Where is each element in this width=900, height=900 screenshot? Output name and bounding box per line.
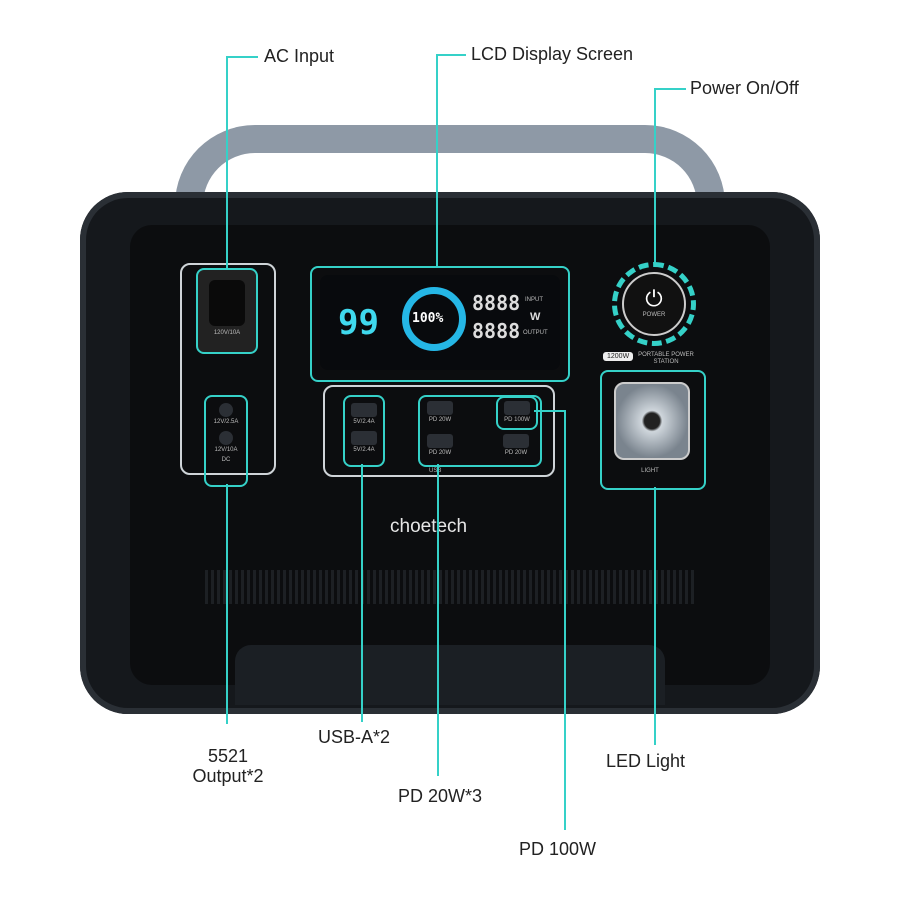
pd-20w-port: PD 20W [496, 428, 536, 456]
lcd-display-screen: 99 100% 8888 INPUT W 8888 OUTPUT [320, 275, 560, 370]
product-type: PORTABLE POWER STATION [638, 352, 694, 365]
pd-100w-port: PD 100W [496, 396, 538, 430]
power-ring [612, 262, 696, 346]
ac-rating: 120V/10A [213, 330, 241, 336]
pd-ports [418, 395, 542, 467]
led-light-frame [600, 370, 706, 490]
usb-a-port-label: 5V/2.4A [353, 419, 375, 425]
ac-dc-section [180, 263, 276, 475]
lcd-battery-digits: 99 [338, 303, 379, 343]
battery-ring [402, 287, 466, 351]
pd-port-label: PD 20W [504, 450, 528, 456]
usb-a-ports: 5V/2.4A 5V/2.4A [343, 395, 385, 467]
lcd-frame [310, 266, 570, 382]
callout-usb-a: USB-A*2 [318, 727, 391, 747]
pd-port-label: PD 20W [428, 450, 452, 456]
power-label: POWER [642, 312, 666, 318]
lcd-percent: 100% [412, 311, 444, 326]
capacity-badge: 1200W [603, 352, 634, 361]
pd-20w-port: PD 20W [420, 428, 460, 456]
callout-led: LED Light [606, 751, 686, 771]
dc-port [219, 431, 233, 445]
callout-power: Power On/Off [690, 78, 799, 98]
usb-a-port [351, 431, 377, 445]
vent-grille [205, 570, 695, 604]
base-bumper [235, 645, 665, 705]
lcd-input-label: INPUT [525, 297, 543, 303]
lcd-unit: W [530, 311, 541, 323]
dc-port [219, 403, 233, 417]
ac-outlet: 120V/10A [196, 268, 258, 354]
usb-a-port-label: 5V/2.4A [353, 447, 375, 453]
power-icon: ⏻ [645, 286, 663, 311]
dc-port-label: 12V/2.5A [213, 419, 239, 425]
dc-label: DC [221, 457, 231, 463]
callout-lcd: LCD Display Screen [471, 44, 634, 64]
lcd-output-label: OUTPUT [523, 330, 548, 336]
callout-pd20: PD 20W*3 [398, 786, 483, 806]
usb-label: USB [425, 468, 446, 474]
lcd-input-digits: 8888 [472, 291, 521, 315]
usb-section [323, 385, 555, 477]
lcd-output-digits: 8888 [472, 319, 521, 343]
dc-port-label: 12V/10A [214, 447, 238, 453]
pd-20w-port: PD 20W [420, 395, 460, 423]
pd-port-label: PD 100W [504, 417, 530, 423]
callout-pd100: PD 100W [519, 839, 597, 859]
pd-port-label: PD 20W [428, 417, 452, 423]
light-label: LIGHT [641, 468, 659, 474]
brand-logo: choetech [390, 516, 468, 537]
callout-ac-input: AC Input [264, 46, 335, 66]
usb-a-port [351, 403, 377, 417]
power-button[interactable]: ⏻ POWER [622, 272, 686, 336]
dc-output-ports: 12V/2.5A 12V/10A DC [204, 395, 248, 487]
led-light [614, 382, 690, 460]
